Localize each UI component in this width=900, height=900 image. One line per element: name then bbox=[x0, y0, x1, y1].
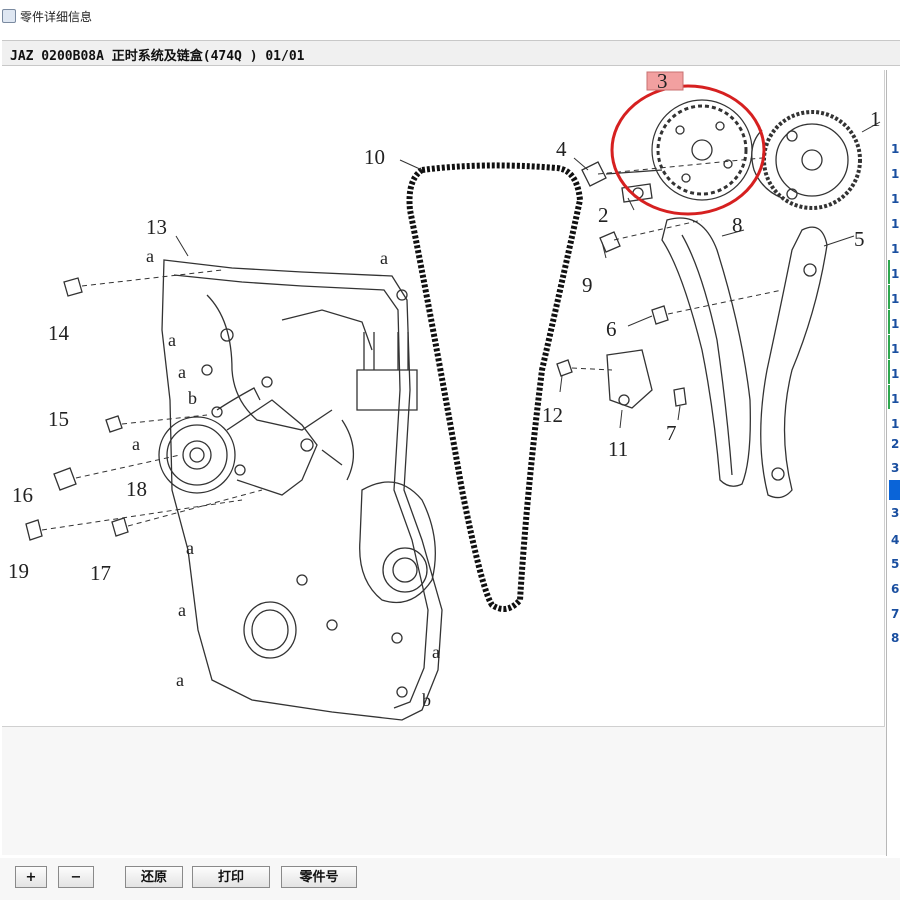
part-list-item[interactable]: 3 bbox=[891, 506, 900, 520]
part-label-16[interactable]: 16 bbox=[12, 483, 33, 507]
part-list-item[interactable]: 1 bbox=[891, 292, 900, 306]
part-list-item[interactable]: 1 bbox=[891, 192, 900, 206]
window-titlebar: 零件详细信息 bbox=[0, 0, 900, 36]
part-list-item[interactable]: 1 bbox=[891, 342, 900, 356]
selected-part-label[interactable]: 3 bbox=[657, 70, 668, 93]
part-label-2[interactable]: 2 bbox=[598, 203, 609, 227]
part-list-item[interactable]: 1 bbox=[891, 167, 900, 181]
part-list-panel[interactable]: 1 1 1 1 1 1 1 1 1 1 1 1 2 3 3 4 5 6 7 8 bbox=[886, 70, 900, 856]
marker-a: a bbox=[432, 642, 440, 662]
marker-a: a bbox=[178, 362, 186, 382]
parts-diagram-viewport[interactable]: 3 1 2 4 5 6 7 8 9 10 11 12 13 14 15 16 1… bbox=[2, 70, 885, 727]
part-list-item[interactable]: 1 bbox=[891, 142, 900, 156]
zoom-out-button[interactable]: − bbox=[58, 866, 94, 888]
diagram-empty-area bbox=[2, 727, 886, 855]
part-label-1[interactable]: 1 bbox=[870, 107, 881, 131]
marker-a: a bbox=[178, 600, 186, 620]
part-list-item[interactable]: 1 bbox=[891, 317, 900, 331]
timing-system-diagram[interactable]: 3 1 2 4 5 6 7 8 9 10 11 12 13 14 15 16 1… bbox=[2, 70, 884, 726]
print-button[interactable]: 打印 bbox=[192, 866, 270, 888]
diagram-code-title: JAZ 0200B08A 正时系统及链盒(474Q ) 01/01 bbox=[10, 49, 305, 64]
part-label-12[interactable]: 12 bbox=[542, 403, 563, 427]
marker-a: a bbox=[186, 538, 194, 558]
part-list-marker bbox=[888, 310, 890, 334]
part-list-item[interactable]: 1 bbox=[891, 392, 900, 406]
part-label-14[interactable]: 14 bbox=[48, 321, 70, 345]
part-label-9[interactable]: 9 bbox=[582, 273, 593, 297]
restore-button[interactable]: 还原 bbox=[125, 866, 183, 888]
part-list-marker bbox=[888, 360, 890, 384]
part-label-11[interactable]: 11 bbox=[608, 437, 628, 461]
marker-b: b bbox=[422, 690, 431, 710]
part-list-marker bbox=[888, 260, 890, 284]
app-icon bbox=[2, 9, 16, 23]
part-label-19[interactable]: 19 bbox=[8, 559, 29, 583]
part-list-item[interactable]: 4 bbox=[891, 533, 900, 547]
zoom-in-button[interactable]: + bbox=[15, 866, 47, 888]
part-list-marker bbox=[888, 335, 890, 359]
part-list-marker bbox=[888, 385, 890, 409]
part-list-item[interactable]: 7 bbox=[891, 607, 900, 621]
part-list-item[interactable]: 6 bbox=[891, 582, 900, 596]
part-label-17[interactable]: 17 bbox=[90, 561, 111, 585]
part-list-item[interactable]: 1 bbox=[891, 217, 900, 231]
part-label-5[interactable]: 5 bbox=[854, 227, 865, 251]
marker-b: b bbox=[188, 388, 197, 408]
part-label-8[interactable]: 8 bbox=[732, 213, 743, 237]
part-label-10[interactable]: 10 bbox=[364, 145, 385, 169]
part-list-item[interactable]: 3 bbox=[891, 461, 900, 475]
selected-part-highlight bbox=[610, 84, 766, 216]
diagram-header: JAZ 0200B08A 正时系统及链盒(474Q ) 01/01 bbox=[2, 40, 900, 66]
marker-a: a bbox=[168, 330, 176, 350]
part-list-selected-row[interactable] bbox=[889, 480, 900, 500]
part-number-button[interactable]: 零件号 bbox=[281, 866, 357, 888]
marker-a: a bbox=[380, 248, 388, 268]
selected-label-box bbox=[646, 71, 684, 91]
part-list-item[interactable]: 1 bbox=[891, 367, 900, 381]
bottom-toolbar: + − 还原 打印 零件号 bbox=[0, 858, 900, 900]
window-title: 零件详细信息 bbox=[20, 10, 93, 24]
marker-a: a bbox=[132, 434, 140, 454]
part-list-item[interactable]: 1 bbox=[891, 267, 900, 281]
part-list-marker bbox=[888, 285, 890, 309]
part-list-item[interactable]: 1 bbox=[891, 417, 900, 431]
marker-a: a bbox=[146, 246, 154, 266]
part-label-18[interactable]: 18 bbox=[126, 477, 147, 501]
part-label-15[interactable]: 15 bbox=[48, 407, 69, 431]
part-label-13[interactable]: 13 bbox=[146, 215, 167, 239]
part-list-item[interactable]: 1 bbox=[891, 242, 900, 256]
part-list-item[interactable]: 8 bbox=[891, 631, 900, 645]
marker-a: a bbox=[176, 670, 184, 690]
part-label-4[interactable]: 4 bbox=[556, 137, 567, 161]
part-list-item[interactable]: 5 bbox=[891, 557, 900, 571]
part-label-7[interactable]: 7 bbox=[666, 421, 677, 445]
part-label-6[interactable]: 6 bbox=[606, 317, 617, 341]
part-list-item[interactable]: 2 bbox=[891, 437, 900, 451]
